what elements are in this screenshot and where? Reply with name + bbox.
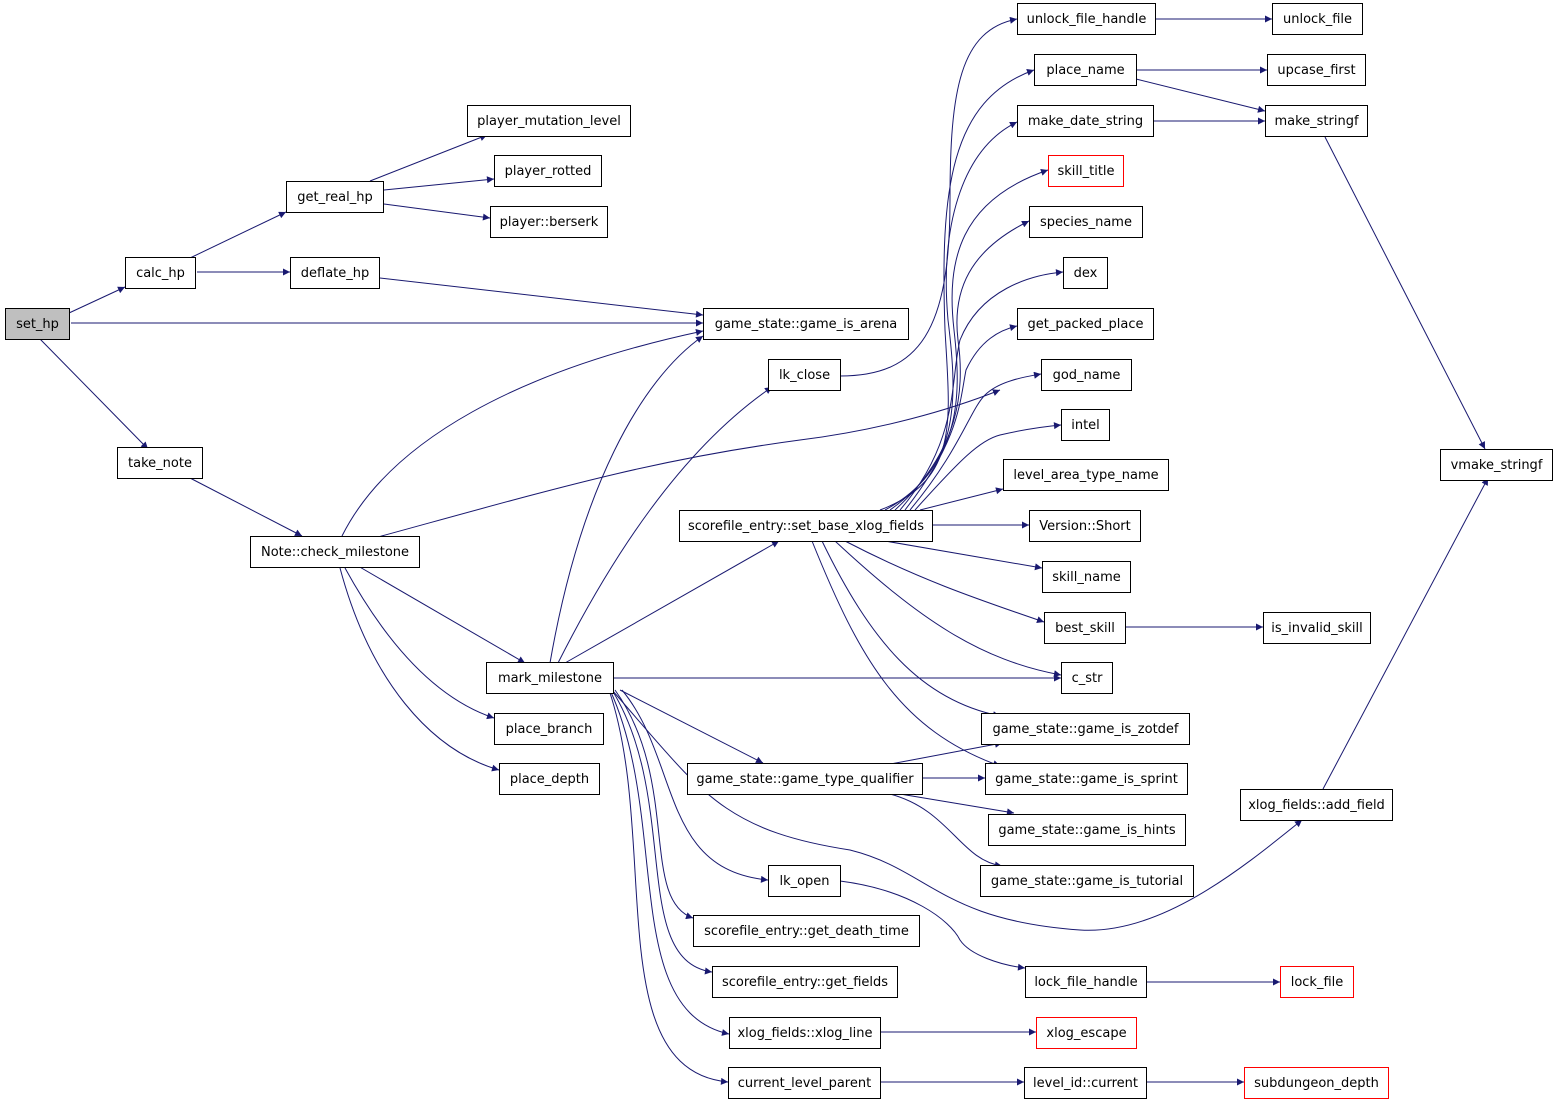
- edge-check_milestone-mark_milestone: [357, 565, 526, 664]
- edge-place_name-make_stringf: [1135, 78, 1266, 113]
- edge-check_milestone-set_base_xlog_fields: [377, 389, 1001, 538]
- node-upcase_first[interactable]: upcase_first: [1267, 54, 1366, 86]
- edge-mark_milestone-get_fields: [611, 689, 713, 975]
- node-dex[interactable]: dex: [1063, 257, 1108, 289]
- node-god_name[interactable]: god_name: [1041, 359, 1132, 391]
- edge-deflate_hp-game_is_arena: [379, 277, 704, 318]
- node-place_name[interactable]: place_name: [1034, 54, 1137, 86]
- node-species_name[interactable]: species_name: [1029, 206, 1143, 238]
- edge-take_note-check_milestone: [189, 477, 303, 537]
- node-is_invalid_skill[interactable]: is_invalid_skill: [1263, 612, 1371, 644]
- edge-check_milestone-game_is_arena: [341, 329, 704, 537]
- edge-set_base_xlog_fields-god_name: [909, 371, 1042, 511]
- edge-set_base_xlog_fields-game_is_zotdef: [821, 540, 1001, 719]
- node-lk_close[interactable]: lk_close: [768, 359, 841, 391]
- node-player_mutation_level[interactable]: player_mutation_level: [467, 105, 631, 137]
- edge-calc_hp-get_real_hp: [189, 211, 287, 259]
- edge-set_base_xlog_fields-level_area_type_name: [919, 487, 1004, 511]
- edge-game_type_qualifier-game_is_zotdef: [879, 740, 1003, 767]
- node-set_base_xlog_fields[interactable]: scorefile_entry::set_base_xlog_fields: [679, 510, 933, 542]
- node-deflate_hp[interactable]: deflate_hp: [290, 257, 380, 289]
- node-game_is_hints[interactable]: game_state::game_is_hints: [988, 814, 1186, 846]
- edge-set_base_xlog_fields-get_packed_place: [904, 324, 1018, 511]
- edge-set_base_xlog_fields-best_skill: [844, 540, 1045, 624]
- edge-set_base_xlog_fields-c_str: [834, 540, 1062, 678]
- edge-game_type_qualifier-game_is_hints: [899, 793, 1015, 816]
- node-lock_file_handle[interactable]: lock_file_handle: [1025, 966, 1147, 998]
- node-best_skill[interactable]: best_skill: [1044, 612, 1126, 644]
- edge-set_base_xlog_fields-intel: [914, 422, 1062, 511]
- node-unlock_file[interactable]: unlock_file: [1272, 3, 1363, 35]
- node-vmake_stringf[interactable]: vmake_stringf: [1440, 449, 1553, 481]
- node-game_type_qualifier[interactable]: game_state::game_type_qualifier: [687, 763, 923, 795]
- node-lock_file[interactable]: lock_file: [1280, 966, 1354, 998]
- node-skill_name[interactable]: skill_name: [1042, 561, 1131, 593]
- edge-check_milestone-place_depth: [339, 567, 500, 772]
- node-get_packed_place[interactable]: get_packed_place: [1017, 308, 1154, 340]
- node-take_note[interactable]: take_note: [117, 447, 203, 479]
- node-get_fields[interactable]: scorefile_entry::get_fields: [712, 966, 898, 998]
- edge-lk_close-unlock_file_handle: [839, 16, 1018, 377]
- node-get_death_time[interactable]: scorefile_entry::get_death_time: [693, 915, 920, 947]
- node-lk_open[interactable]: lk_open: [768, 865, 841, 897]
- node-make_date_string[interactable]: make_date_string: [1017, 105, 1154, 137]
- node-player_rotted[interactable]: player_rotted: [494, 155, 602, 187]
- node-unlock_file_handle[interactable]: unlock_file_handle: [1017, 3, 1156, 35]
- edge-mark_milestone-add_field: [611, 689, 1303, 931]
- edge-set_base_xlog_fields-place_name: [879, 69, 1035, 511]
- node-c_str[interactable]: c_str: [1061, 662, 1113, 694]
- edge-game_type_qualifier-game_is_tutorial: [889, 793, 1003, 869]
- node-add_field[interactable]: xlog_fields::add_field: [1240, 789, 1393, 821]
- node-place_branch[interactable]: place_branch: [494, 713, 604, 745]
- node-game_is_arena[interactable]: game_state::game_is_arena: [703, 308, 909, 340]
- node-current_level_parent[interactable]: current_level_parent: [728, 1067, 881, 1099]
- node-place_depth[interactable]: place_depth: [499, 763, 600, 795]
- edge-set_base_xlog_fields-skill_name: [884, 540, 1043, 571]
- edge-get_real_hp-player_berserk: [383, 203, 491, 221]
- edge-mark_milestone-xlog_line: [609, 689, 730, 1036]
- edge-mark_milestone-set_base_xlog_fields: [564, 540, 780, 664]
- edge-mark_milestone-lk_close: [557, 386, 773, 664]
- node-make_stringf[interactable]: make_stringf: [1265, 105, 1368, 137]
- node-level_area_type_name[interactable]: level_area_type_name: [1003, 459, 1169, 491]
- edge-set_base_xlog_fields-skill_title: [889, 168, 1049, 511]
- edge-get_real_hp-player_mutation_level: [369, 134, 488, 182]
- node-subdungeon_depth[interactable]: subdungeon_depth: [1244, 1067, 1389, 1099]
- node-game_is_zotdef[interactable]: game_state::game_is_zotdef: [981, 713, 1190, 745]
- node-set_hp: set_hp: [5, 308, 70, 340]
- edge-set_hp-take_note: [39, 338, 149, 450]
- node-level_id_current[interactable]: level_id::current: [1024, 1067, 1147, 1099]
- node-skill_title[interactable]: skill_title: [1048, 155, 1124, 187]
- edge-mark_milestone-get_death_time: [614, 689, 694, 920]
- edge-mark_milestone-lk_open: [621, 689, 769, 883]
- edge-set_base_xlog_fields-dex: [899, 269, 1064, 511]
- node-xlog_line[interactable]: xlog_fields::xlog_line: [729, 1017, 881, 1049]
- edge-make_stringf-vmake_stringf: [1324, 136, 1486, 450]
- node-game_is_sprint[interactable]: game_state::game_is_sprint: [985, 763, 1188, 795]
- node-mark_milestone[interactable]: mark_milestone: [486, 662, 614, 694]
- node-player_berserk[interactable]: player::berserk: [490, 206, 608, 238]
- edge-add_field-vmake_stringf: [1322, 477, 1489, 790]
- edge-lk_open-lock_file_handle: [839, 880, 1026, 971]
- edge-set_base_xlog_fields-game_is_sprint: [811, 540, 1001, 767]
- edge-mark_milestone-game_type_qualifier: [619, 689, 764, 764]
- edge-set_base_xlog_fields-species_name: [894, 220, 1030, 511]
- node-get_real_hp[interactable]: get_real_hp: [286, 181, 384, 213]
- node-check_milestone[interactable]: Note::check_milestone: [250, 536, 420, 568]
- node-game_is_tutorial[interactable]: game_state::game_is_tutorial: [980, 865, 1194, 897]
- edge-get_real_hp-player_rotted: [383, 176, 495, 191]
- edge-set_hp-calc_hp: [68, 286, 126, 314]
- node-intel[interactable]: intel: [1061, 409, 1110, 441]
- node-version_short[interactable]: Version::Short: [1029, 510, 1141, 542]
- node-xlog_escape[interactable]: xlog_escape: [1036, 1017, 1137, 1049]
- edge-mark_milestone-current_level_parent: [608, 689, 729, 1085]
- edge-mark_milestone-game_is_arena: [549, 335, 704, 664]
- edge-check_milestone-place_branch: [344, 567, 495, 720]
- node-calc_hp[interactable]: calc_hp: [125, 257, 196, 289]
